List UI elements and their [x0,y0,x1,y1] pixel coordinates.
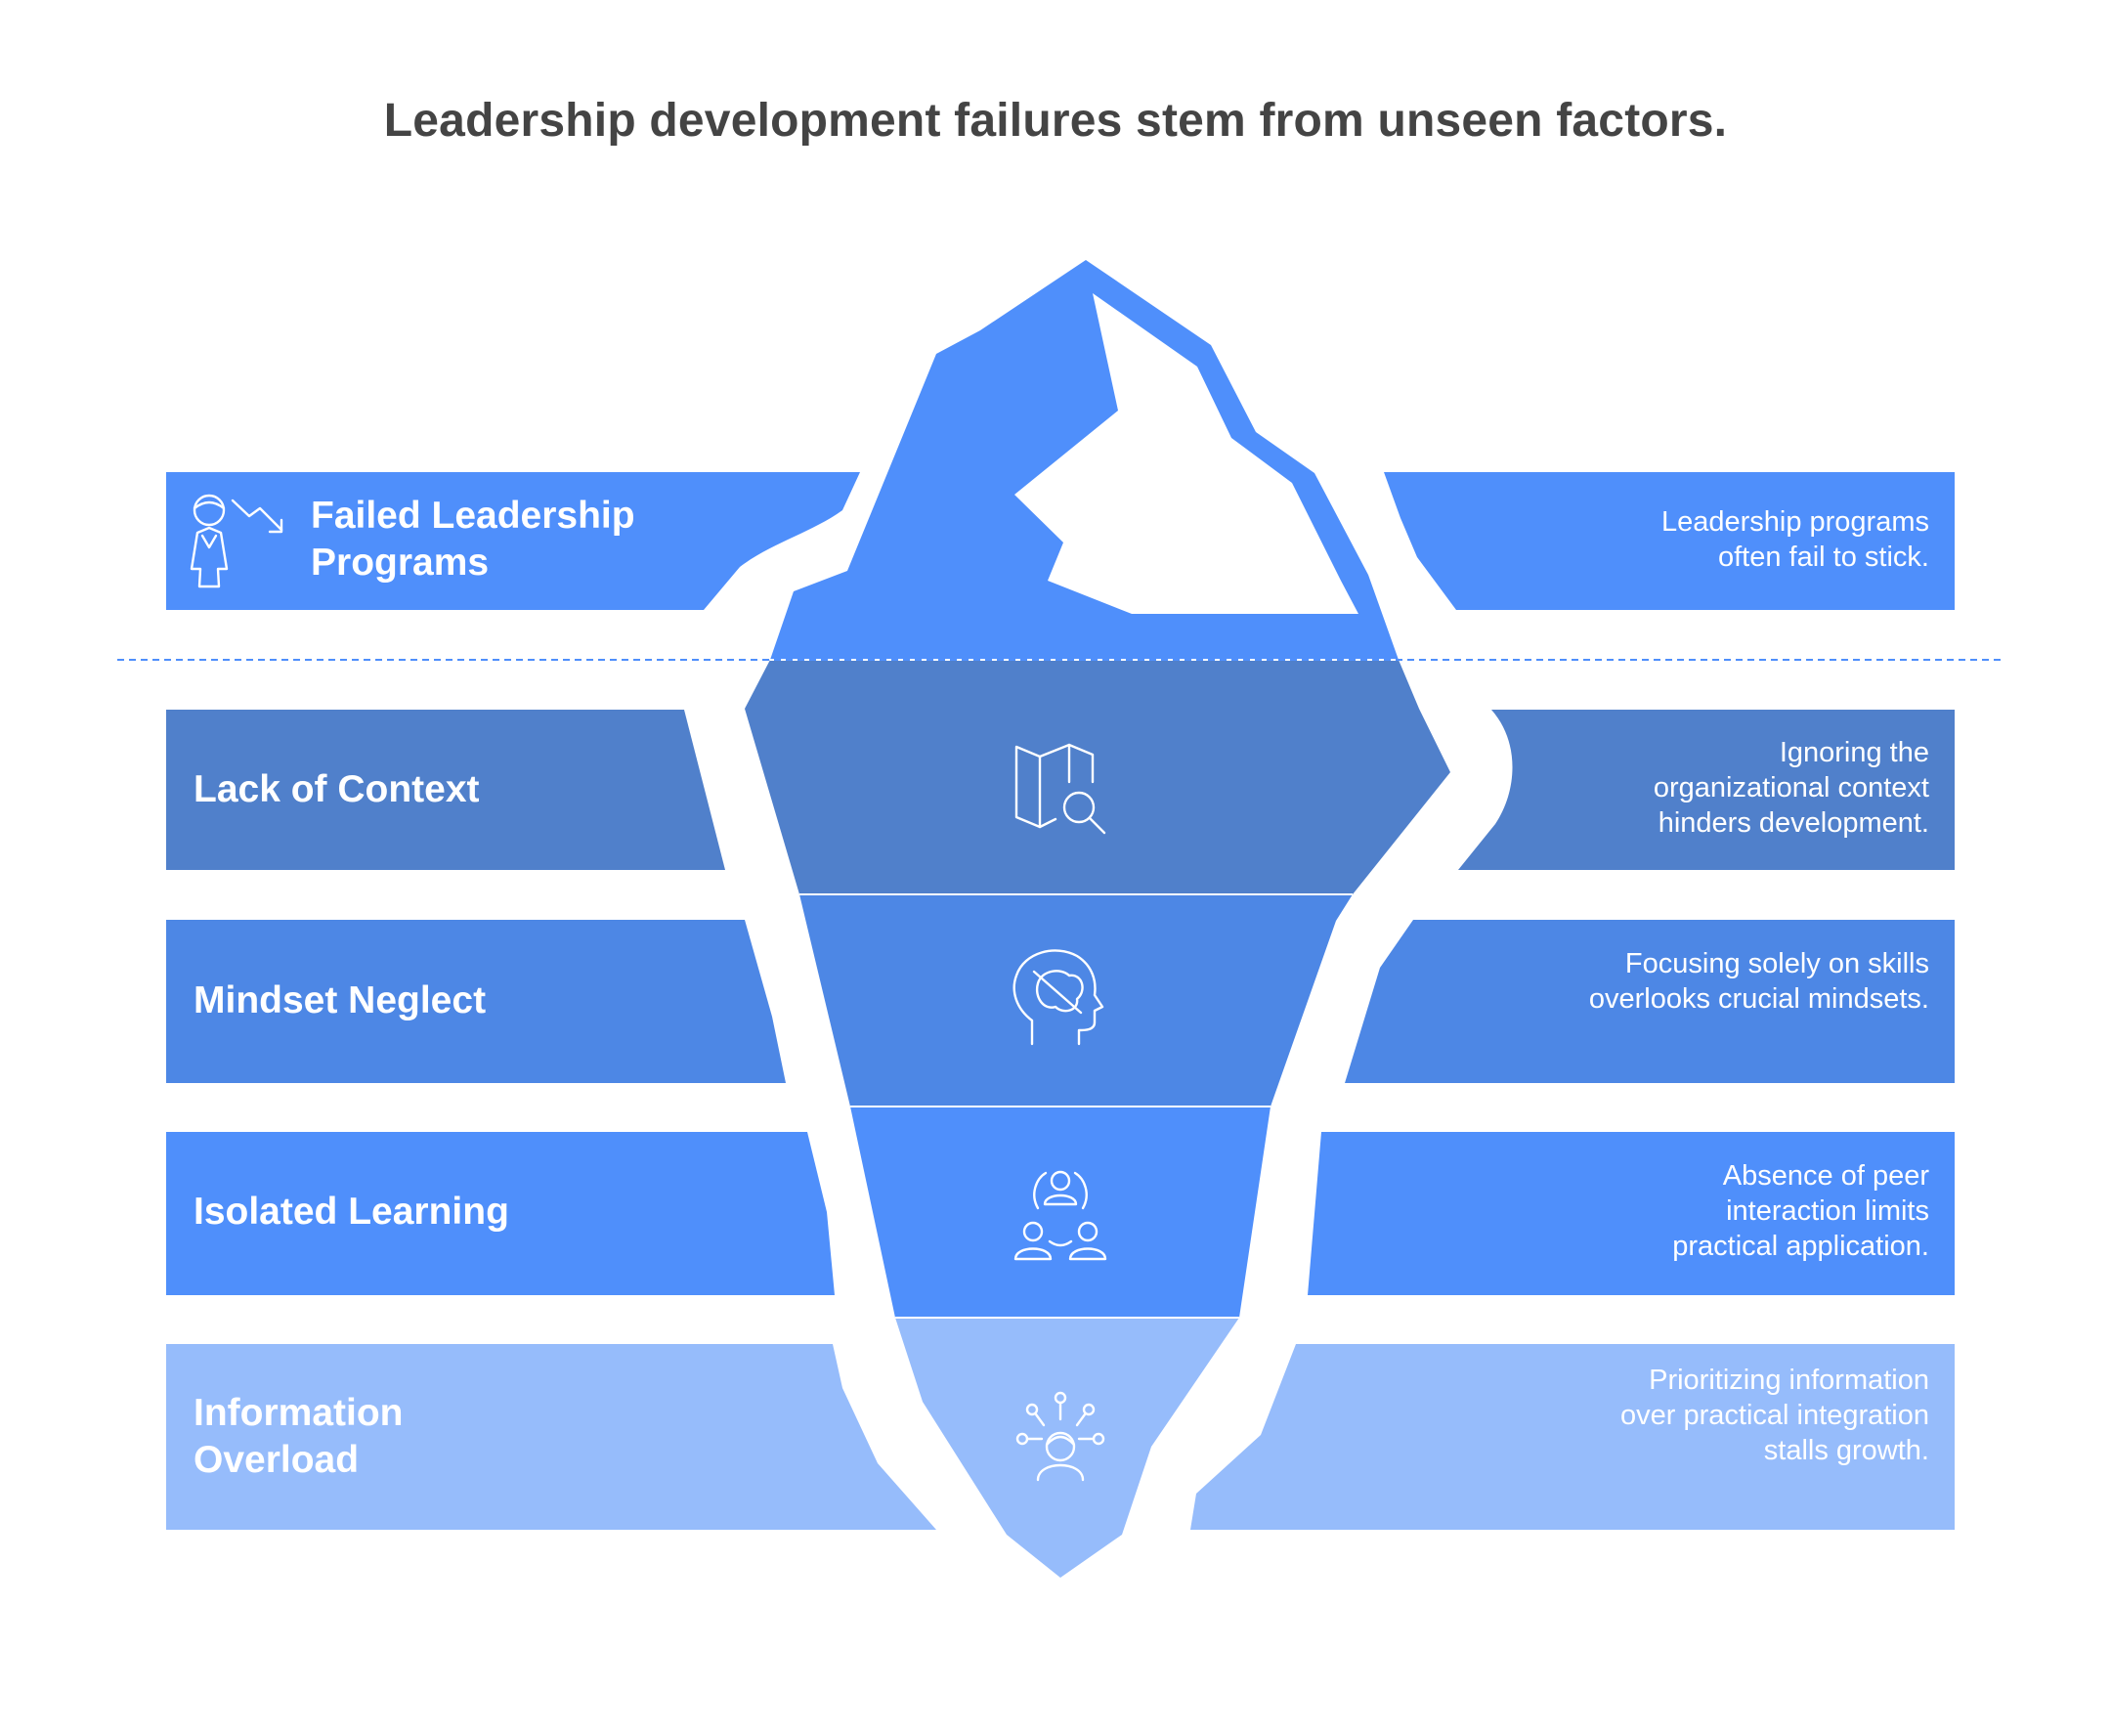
iceberg-layer-isolated-learning [850,1107,1271,1318]
band-left-isolated-learning [166,1132,835,1295]
layer-label-mindset-neglect: Mindset Neglect [194,979,487,1021]
iceberg-snow-cap [1014,293,1358,614]
band-right-failed-programs [1384,472,1955,610]
layer-label-lack-of-context: Lack of Context [194,768,480,810]
layer-label-isolated-learning: Isolated Learning [194,1191,509,1233]
map-search-icon [1014,743,1106,835]
band-right-lack-of-context [1458,710,1955,870]
band-right-isolated-learning [1308,1132,1955,1295]
band-right-mindset-neglect [1345,920,1955,1083]
layer-description-information-overload: Prioritizing information over practical … [1620,1365,1929,1466]
band-left-lack-of-context [166,710,725,870]
layer-label-information-overload: Information Overload [194,1392,404,1481]
head-mind-icon [1012,949,1104,1046]
layer-description-failed-leadership-programs: Leadership programs often fail to stick. [1660,506,1929,573]
layer-description-isolated-learning: Absence of peer interaction limits pract… [1672,1160,1929,1262]
layer-description-lack-of-context: Ignoring the organizational context hind… [1653,737,1929,839]
layer-label-failed-leadership-programs: Failed Leadership Programs [311,495,635,584]
band-right-information-overload [1190,1344,1955,1530]
layer-description-mindset-neglect: Focusing solely on skills overlooks cruc… [1588,948,1929,1015]
band-left-failed-programs [166,472,860,610]
info-overload-icon [1015,1391,1105,1482]
band-left-mindset-neglect [166,920,786,1083]
iceberg-layer-information-overload [895,1318,1239,1578]
page-title: Leadership development failures stem fro… [383,95,1728,147]
peer-network-icon [1013,1170,1107,1261]
person-decline-icon [190,494,283,588]
iceberg-layer-lack-of-context [745,660,1450,894]
band-left-information-overload [166,1344,936,1530]
